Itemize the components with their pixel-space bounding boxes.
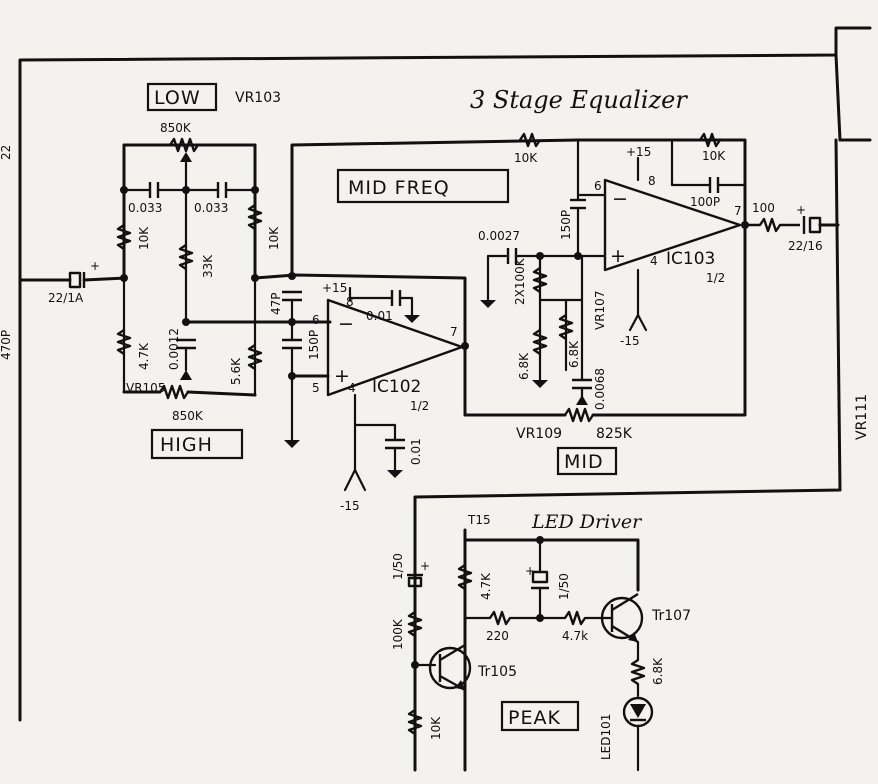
ic103-pin-vplus: 8 — [648, 174, 656, 188]
svg-text:+: + — [334, 365, 351, 387]
r10k-fb-label: 10K — [702, 149, 726, 163]
svg-text:+: + — [90, 259, 100, 273]
r10k-b-label: 10K — [267, 226, 281, 250]
svg-text:−: − — [338, 313, 355, 335]
r10k-a-label: 10K — [137, 226, 151, 250]
mid-freq-network: MID FREQ 0.0027 2X100K 6.8K 6.8K VR107 0… — [336, 138, 747, 476]
svg-text:+: + — [610, 245, 627, 267]
svg-text:−: − — [612, 188, 629, 210]
margin-mark: 22 — [0, 145, 13, 160]
r33k-label: 33K — [201, 254, 215, 278]
vr105-value: 850K — [172, 409, 204, 423]
ic102-pin-vminus: 4 — [348, 381, 356, 395]
input-capacitor: + 22/1A 470P 22 — [0, 145, 128, 360]
tr107-label: Tr107 — [651, 608, 691, 624]
ic103-pin-inv: 6 — [594, 179, 602, 193]
low-control-label: LOW — [154, 87, 201, 109]
ic103: 10K 10K 100P − + 6 8 7 4 IC103 1/2 +15 -… — [514, 132, 870, 440]
r47k-b-label: 4.7k — [562, 629, 588, 643]
c001-a-label: 0.01 — [366, 309, 393, 323]
ic102-pos-supply: +15 — [322, 281, 347, 295]
r220-label: 220 — [486, 629, 509, 643]
c47p-label: 47P — [269, 292, 283, 315]
c150p-b-label: 150P — [559, 210, 573, 240]
peak-indicator-label: PEAK — [508, 707, 561, 729]
r100-label: 100 — [752, 201, 775, 215]
r47k-label: 4.7K — [137, 342, 151, 370]
vr103-label: VR103 — [235, 90, 281, 106]
r47k-led-label: 4.7K — [479, 572, 493, 600]
ic103-pos-supply: +15 — [626, 145, 651, 159]
r68k-led-label: 6.8K — [651, 657, 665, 685]
c-led-label: 1/50 — [391, 553, 405, 580]
schematic-title: 3 Stage Equalizer — [470, 86, 688, 114]
ic102-pin-out: 7 — [450, 325, 458, 339]
tone-low-cap-label: 0.0012 — [167, 328, 181, 370]
r68k-a-label: 6.8K — [517, 352, 531, 380]
svg-text:+: + — [796, 203, 806, 217]
ic102-pin-noninv: 5 — [312, 381, 320, 395]
ic102: − + 6 5 7 8 4 IC102 1/2 +15 0.01 -15 0.0… — [312, 281, 469, 513]
vr107-label: VR107 — [593, 291, 607, 330]
led-driver-title: LED Driver — [531, 511, 643, 533]
input-cap-label: 22/1A — [48, 291, 84, 305]
r100k-label: 100K — [391, 618, 405, 650]
r10k-top-label: 10K — [514, 151, 538, 165]
tr105-label: Tr105 — [477, 664, 517, 680]
r2x100k-label: 2X100K — [513, 257, 527, 305]
vr103-value: 850K — [160, 121, 192, 135]
tone-cap-a-label: 0.033 — [128, 201, 162, 215]
c001-b-label: 0.01 — [409, 438, 423, 465]
ic102-neg-supply: -15 — [340, 499, 360, 513]
ic103-neg-supply: -15 — [620, 334, 640, 348]
ic103-pin-out: 7 — [734, 204, 742, 218]
output-cap-label: 22/16 — [788, 239, 823, 253]
ic102-feedback: 47P 150P — [251, 138, 580, 448]
r10k-led-label: 10K — [429, 716, 443, 740]
led-driver: LED Driver T15 4.7K + 1/50 220 4.7k Tr10… — [391, 511, 691, 772]
tone-network: 0.033 0.033 10K 33K 10K 4.7K 0.0012 5.6K — [116, 82, 332, 460]
left-cap-label: 470P — [0, 330, 13, 360]
tone-cap-b-label: 0.033 — [194, 201, 228, 215]
mid-control-label: MID — [564, 451, 604, 473]
ic103-label: IC103 — [666, 249, 715, 269]
ic102-pin-vplus: 8 — [346, 295, 354, 309]
ic103-section: 1/2 — [706, 271, 725, 285]
outer-bus-wires — [18, 26, 872, 772]
ic102-section: 1/2 — [410, 399, 429, 413]
led101-label: LED101 — [599, 714, 613, 760]
ic102-pin-inv: 6 — [312, 313, 320, 327]
led-supply: T15 — [467, 513, 491, 527]
c00068-label: 0.0068 — [593, 368, 607, 410]
svg-text:+: + — [525, 564, 535, 578]
mid-freq-label: MID FREQ — [348, 177, 450, 199]
ic102-label: IC102 — [372, 377, 421, 397]
ic103-pin-vminus: 4 — [650, 254, 658, 268]
r56k-label: 5.6K — [229, 357, 243, 385]
vr109-value: 825K — [596, 426, 633, 442]
vr111-label: VR111 — [854, 394, 870, 440]
high-control-label: HIGH — [160, 434, 213, 456]
c-led2-label: 1/50 — [557, 573, 571, 600]
c00027-label: 0.0027 — [478, 229, 520, 243]
vr109-label: VR109 — [516, 426, 562, 442]
r68k-b-label: 6.8K — [567, 340, 581, 368]
c150p-a-label: 150P — [307, 330, 321, 360]
vr105-label: VR105 — [126, 381, 165, 395]
c100p-label: 100P — [690, 195, 720, 209]
svg-text:+: + — [420, 559, 430, 573]
